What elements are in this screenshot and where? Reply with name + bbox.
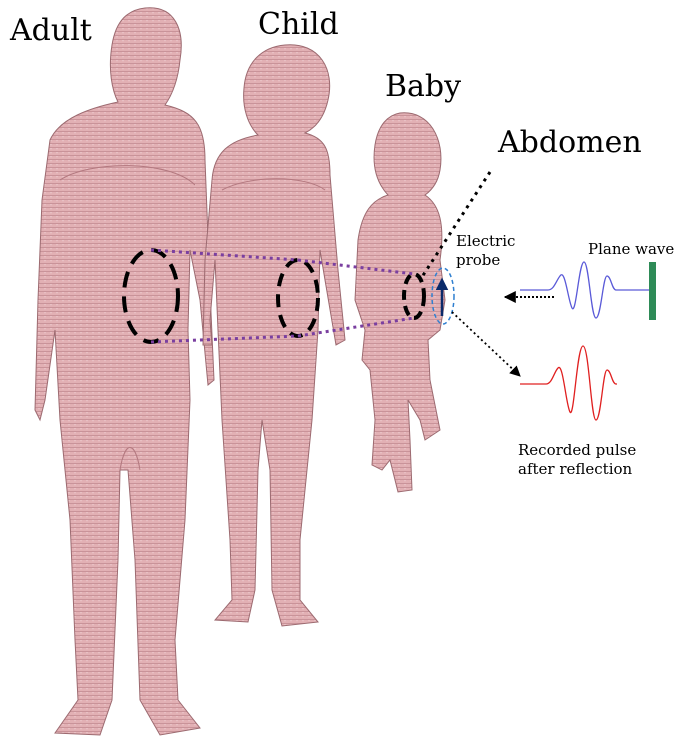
reflected-pulse bbox=[520, 346, 617, 420]
recorded-pulse-line-2: after reflection bbox=[518, 460, 636, 479]
baby-label: Baby bbox=[385, 72, 461, 102]
plane-wave-source bbox=[649, 262, 656, 320]
child-phantom bbox=[203, 45, 345, 626]
recorded-pulse-label: Recorded pulse after reflection bbox=[518, 441, 636, 479]
child-label: Child bbox=[258, 10, 339, 40]
incident-pulse bbox=[520, 262, 650, 318]
electric-probe-line-1: Electric bbox=[456, 232, 515, 251]
reflection-direction-arrow bbox=[452, 312, 520, 376]
electric-probe-label: Electric probe bbox=[456, 232, 515, 270]
adult-phantom bbox=[35, 8, 214, 735]
electric-probe-line-2: probe bbox=[456, 251, 515, 270]
baby-phantom bbox=[355, 113, 445, 492]
adult-label: Adult bbox=[10, 16, 92, 46]
recorded-pulse-line-1: Recorded pulse bbox=[518, 441, 636, 460]
plane-wave-label: Plane wave bbox=[588, 240, 674, 259]
abdomen-label: Abdomen bbox=[498, 128, 642, 158]
